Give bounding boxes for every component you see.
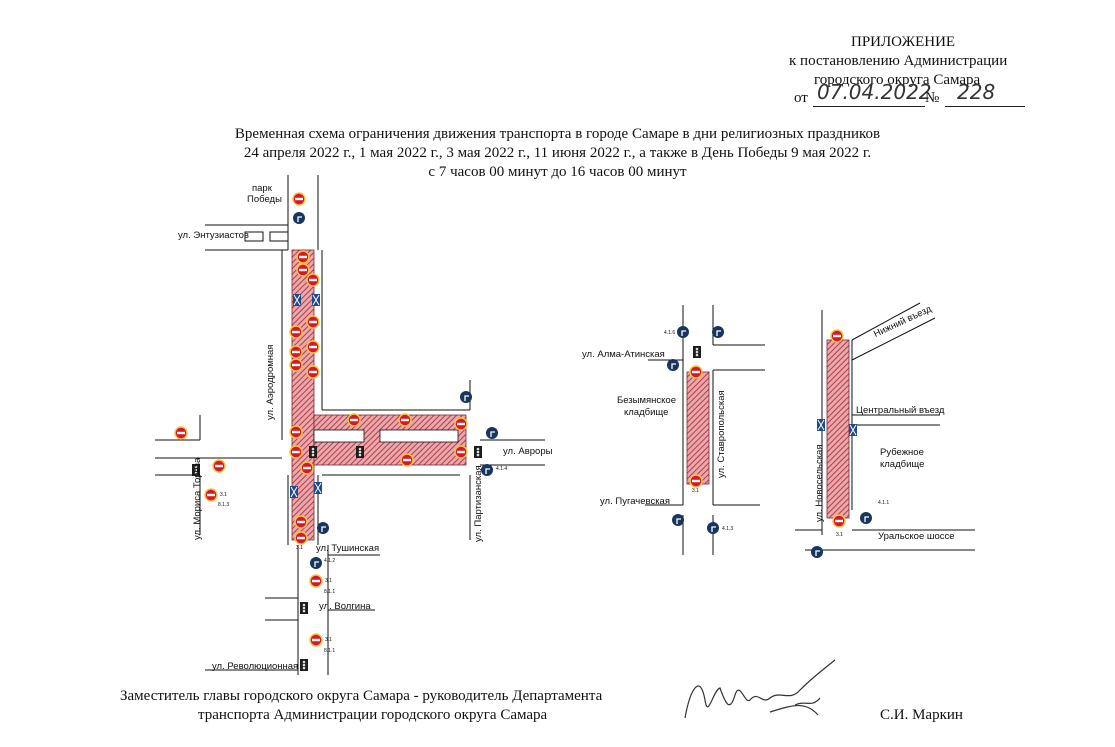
sign-label-811-a: 8.1.1 (324, 589, 336, 595)
label-ul-pugachevskaya: ул. Пугачевская (600, 496, 670, 507)
label-ul-revolyutsionnaya: ул. Революционная (212, 661, 299, 672)
sign-label-413: 4.1.3 (722, 526, 734, 532)
label-ul-entuziastov: ул. Энтузиастов (178, 230, 249, 241)
sign-label-416: 4.1.6 (664, 330, 676, 336)
label-ul-stavropolskaya: ул. Ставропольская (716, 390, 727, 478)
label-ul-aerodromnaya: ул. Аэродромная (265, 344, 276, 420)
signer-position-line1: Заместитель главы городского округа Сама… (120, 688, 603, 704)
left-scheme-roads (155, 175, 545, 675)
from-prefix: от (794, 90, 808, 106)
sign-label-31-e: 3.1 (692, 488, 699, 494)
scheme-title-line3: с 7 часов 00 минут до 16 часов 00 минут (428, 164, 687, 180)
number-underline (945, 106, 1025, 107)
sign-label-813: 8.1.3 (218, 502, 230, 508)
label-rubezhnoe-line1: Рубежное (880, 447, 924, 458)
label-ul-partizanskaya: ул. Партизанская (473, 465, 484, 542)
label-park-line1: парк (252, 183, 272, 194)
appendix-title: ПРИЛОЖЕНИЕ (851, 34, 956, 50)
appendix-line2: к постановлению Администрации (789, 53, 1008, 69)
number-prefix: № (925, 90, 940, 106)
signature-drawing (684, 659, 836, 719)
sign-label-31-f: 3.1 (836, 532, 843, 538)
appendix-line3: городского округа Самара (814, 72, 981, 88)
sign-label-412: 4.1.2 (324, 558, 336, 564)
sign-label-31-c: 3.1 (325, 578, 332, 584)
label-park-line2: Победы (247, 194, 282, 205)
label-ul-moris-toreza: ул. Мориса Тореза (192, 457, 203, 540)
sign-label-811-b: 8.1.1 (324, 648, 336, 654)
right-restricted-zone (826, 339, 850, 519)
sign-label-31-d: 3.1 (325, 637, 332, 643)
label-ul-tushinskaya: ул. Тушинская (316, 543, 380, 554)
sign-label-31-b: 3.1 (296, 545, 303, 551)
scheme-title-line2: 24 апреля 2022 г., 1 мая 2022 г., 3 мая … (243, 145, 872, 161)
label-bezymyanskoe-line2: кладбище (624, 407, 669, 418)
handwritten-date: 07.04.2022 (817, 80, 932, 104)
label-ul-novoselskaya: ул. Новосельская (814, 444, 825, 522)
label-uralskoe-shosse: Уральское шоссе (878, 531, 955, 542)
label-rubezhnoe-line2: кладбище (880, 459, 925, 470)
middle-restricted-zone (686, 371, 710, 485)
label-tsentralny-vezd: Центральный въезд (856, 405, 945, 416)
label-bezymyanskoe-line1: Безымянское (617, 395, 676, 406)
scheme-title-line1: Временная схема ограничения движения тра… (234, 126, 881, 142)
label-ul-volgina: ул. Волгина (319, 601, 371, 612)
label-ul-alma-atinskaya: ул. Алма-Атинская (582, 349, 665, 360)
signer-position-line2: транспорта Администрации городского окру… (198, 707, 548, 723)
handwritten-number: 228 (957, 80, 996, 104)
date-underline (813, 106, 925, 107)
sign-label-31-a: 3.1 (220, 492, 227, 498)
signer-name: С.И. Маркин (880, 707, 963, 723)
sign-label-411: 4.1.1 (878, 500, 890, 506)
label-ul-avrory: ул. Авроры (503, 446, 553, 457)
sign-label-414: 4.1.4 (496, 466, 508, 472)
